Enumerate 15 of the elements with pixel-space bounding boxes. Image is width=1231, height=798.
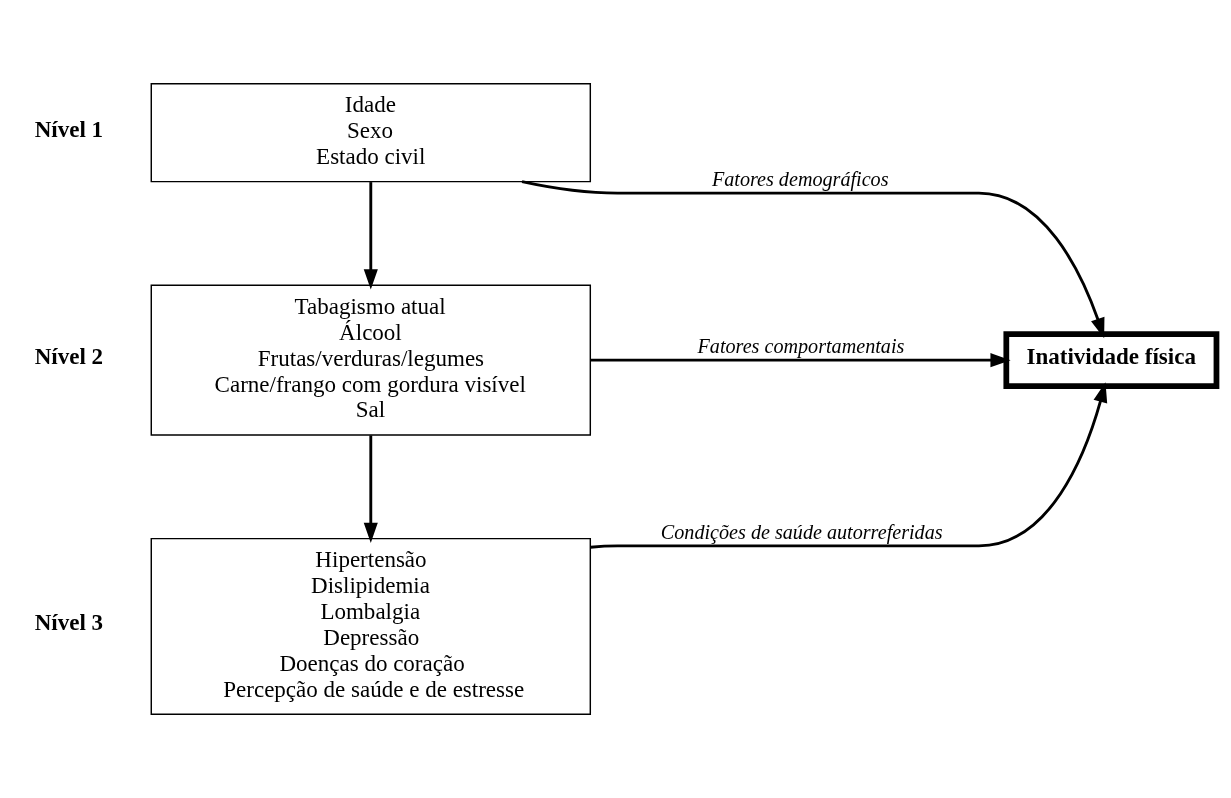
node-box: Idade Sexo Estado civil — [150, 83, 592, 183]
arrow — [590, 382, 1108, 549]
arrow — [521, 180, 1105, 339]
node-box: Tabagismo atual Álcool Frutas/verduras/legumes Carne/frango com gordura visível Sal — [150, 284, 592, 436]
arrow — [363, 182, 378, 290]
edge-label: Condições de saúde autorreferidas — [660, 520, 943, 543]
arrow — [363, 435, 378, 543]
node-box: Inatividade física — [1003, 331, 1220, 389]
node-box: Hipertensão Dislipidemia Lombalgia Depressão Doenças do coração Percepção de saúde e de estresse — [150, 537, 592, 715]
node-label: Nível 1 — [34, 115, 104, 142]
edge-label: Fatores comportamentais — [697, 335, 905, 358]
edge-label: Fatores demográficos — [711, 168, 889, 191]
node-label: Nível 3 — [34, 609, 104, 636]
arrow — [590, 353, 1011, 368]
node-label: Nível 2 — [34, 343, 104, 370]
